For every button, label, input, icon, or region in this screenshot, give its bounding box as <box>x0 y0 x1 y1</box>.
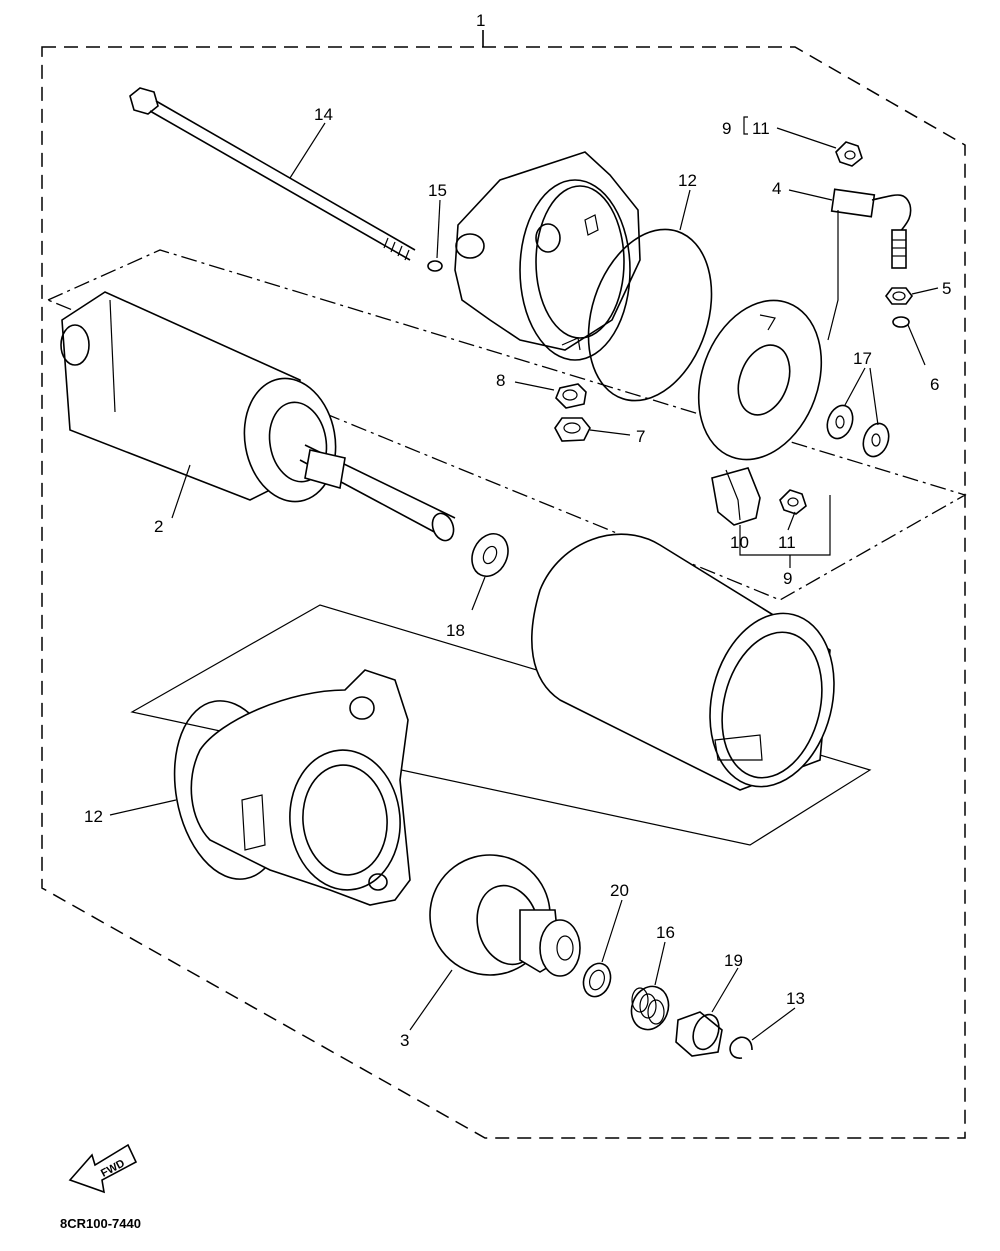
o-ring-6 <box>892 316 910 328</box>
label-spring-11-top: 11 <box>752 119 770 138</box>
label-spring-16: 16 <box>656 923 675 942</box>
label-washer-8: 8 <box>496 371 505 390</box>
brush-spring-bottom <box>779 489 807 515</box>
washer-5 <box>885 287 913 305</box>
washer-17b <box>862 422 890 458</box>
washer-8 <box>555 383 587 409</box>
label-o-ring-15: 15 <box>428 181 447 200</box>
through-bolt <box>129 87 416 261</box>
label-brush-set-9-bottom: 9 <box>783 569 792 588</box>
front-bracket <box>190 669 411 906</box>
leader-lines <box>109 116 939 1041</box>
label-o-ring-12-left: 12 <box>84 807 103 826</box>
label-washer-18: 18 <box>446 621 465 640</box>
reference-plane-upper <box>46 249 967 601</box>
label-brush-set-9-top: 9 <box>722 119 731 138</box>
label-washer-17: 17 <box>853 349 872 368</box>
label-lead-wire-4: 4 <box>772 179 781 198</box>
forward-arrow-icon: FWD <box>68 1143 138 1194</box>
reference-plane-lower <box>130 604 872 846</box>
label-washer-5: 5 <box>942 279 951 298</box>
label-spring-11-bottom: 11 <box>778 533 796 552</box>
label-o-ring-12-top: 12 <box>678 171 697 190</box>
brush-spring-top <box>835 141 863 167</box>
label-o-ring-6: 6 <box>930 375 939 394</box>
lead-wire <box>830 188 912 269</box>
label-stopper-19: 19 <box>724 951 743 970</box>
label-bolt-14: 14 <box>314 105 333 124</box>
rear-cover <box>454 151 641 361</box>
label-circlip-13: 13 <box>786 989 805 1008</box>
washer-20 <box>582 962 612 998</box>
yoke <box>531 533 835 791</box>
o-ring-15 <box>427 260 443 272</box>
spring-16 <box>630 985 670 1031</box>
o-ring-12-top <box>587 228 713 402</box>
assembly-boundary <box>41 46 966 1139</box>
brush-plate <box>697 299 823 461</box>
stopper-19 <box>675 1011 723 1057</box>
washer-18 <box>471 533 509 577</box>
label-brush-10: 10 <box>730 533 749 552</box>
brush-10 <box>711 467 761 526</box>
washer-17a <box>826 404 854 440</box>
circlip-13 <box>729 1036 753 1059</box>
label-nut-7: 7 <box>636 427 645 446</box>
starter-clutch <box>429 854 581 977</box>
drawing-code: 8CR100-7440 <box>60 1216 141 1231</box>
armature <box>60 291 456 542</box>
label-armature-2: 2 <box>154 517 163 536</box>
nut-7 <box>554 417 591 442</box>
label-washer-20: 20 <box>610 881 629 900</box>
label-assembly-1: 1 <box>476 11 485 30</box>
label-bracket-3: 3 <box>400 1031 409 1050</box>
